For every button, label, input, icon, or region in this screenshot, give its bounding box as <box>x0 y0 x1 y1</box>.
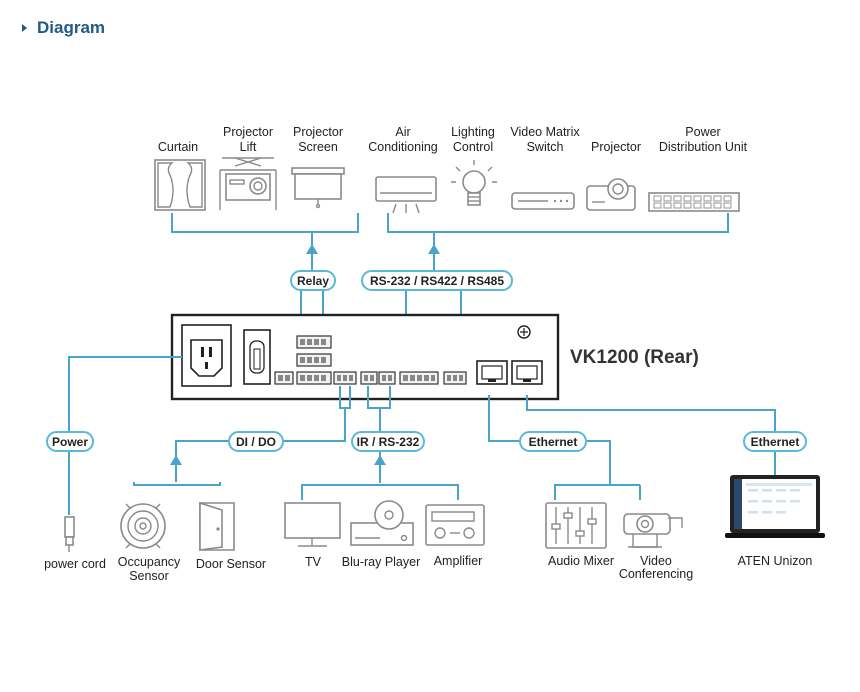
label-projector-lift-1: Projector <box>223 125 273 139</box>
label-video-matrix-1: Video Matrix <box>510 125 580 139</box>
air-conditioner-icon <box>375 176 437 214</box>
ethernet-pill-2: Ethernet <box>743 431 807 452</box>
label-lighting-control-2: Control <box>453 140 493 154</box>
label-tv: TV <box>305 555 322 569</box>
bottom-device-labels: power cord Occupancy Sensor Door Sensor … <box>44 554 812 583</box>
svg-text:IR / RS-232: IR / RS-232 <box>357 435 420 449</box>
label-curtain: Curtain <box>158 140 198 154</box>
power-switch-icon <box>243 329 271 385</box>
label-bluray: Blu-ray Player <box>342 555 421 569</box>
aten-unizon-laptop-icon <box>725 475 825 538</box>
svg-text:Ethernet: Ethernet <box>751 435 800 449</box>
dido-pill: DI / DO <box>228 431 284 452</box>
ethernet-port-1-icon <box>476 360 508 385</box>
relay-terminal-block <box>296 335 332 385</box>
curtain-icon <box>154 159 206 211</box>
video-matrix-switch-icon <box>511 192 575 210</box>
label-power-cord: power cord <box>44 557 106 571</box>
power-cord-icon <box>64 516 75 552</box>
label-occupancy-2: Sensor <box>129 569 169 583</box>
label-projector-screen-1: Projector <box>293 125 343 139</box>
top-device-labels: Curtain Projector Lift Projector Screen … <box>158 125 748 154</box>
label-video-conf-2: Conferencing <box>619 567 693 581</box>
svg-text:RS-232 / RS422 / RS485: RS-232 / RS422 / RS485 <box>370 274 504 288</box>
device-name-label: VK1200 (Rear) <box>570 347 699 368</box>
label-air-conditioning-2: Conditioning <box>368 140 438 154</box>
section-title: Diagram <box>37 18 106 37</box>
label-air-conditioning-1: Air <box>395 125 410 139</box>
power-pill: Power <box>46 431 94 452</box>
door-sensor-icon <box>199 501 235 551</box>
bluray-player-icon <box>350 500 414 546</box>
svg-text:Relay: Relay <box>297 274 329 288</box>
audio-mixer-icon <box>545 502 607 549</box>
label-video-conf-1: Video <box>640 554 672 568</box>
tv-icon <box>284 502 341 547</box>
terminal-block-1 <box>274 371 294 385</box>
projector-icon <box>586 178 636 211</box>
ethernet-pill-1: Ethernet <box>519 431 587 452</box>
relay-pill: Relay <box>290 270 336 291</box>
svg-text:Power: Power <box>52 435 88 449</box>
projector-screen-icon <box>291 167 345 209</box>
serial-pill: RS-232 / RS422 / RS485 <box>361 270 513 291</box>
svg-text:Ethernet: Ethernet <box>529 435 578 449</box>
ir-pill: IR / RS-232 <box>351 431 425 452</box>
projector-lift-icon <box>219 157 277 210</box>
serial-terminal-block-1 <box>399 371 439 385</box>
serial-terminal-block-2 <box>443 371 467 385</box>
video-conferencing-icon <box>623 513 683 548</box>
label-occupancy-1: Occupancy <box>118 555 181 569</box>
light-bulb-icon <box>451 160 497 206</box>
vk1200-device <box>170 313 560 401</box>
power-distribution-unit-icon <box>648 192 740 212</box>
ir-terminal-block-2 <box>378 371 396 385</box>
occupancy-sensor-icon <box>120 503 166 549</box>
svg-text:DI / DO: DI / DO <box>236 435 276 449</box>
label-video-matrix-2: Switch <box>527 140 564 154</box>
dido-terminal-block <box>333 371 357 385</box>
label-door-sensor: Door Sensor <box>196 557 266 571</box>
label-audio-mixer: Audio Mixer <box>548 554 614 568</box>
label-projector-lift-2: Lift <box>240 140 257 154</box>
label-pdu-1: Power <box>685 125 720 139</box>
power-inlet-icon <box>181 324 232 387</box>
label-aten-unizon: ATEN Unizon <box>738 554 813 568</box>
label-lighting-control-1: Lighting <box>451 125 495 139</box>
label-amplifier: Amplifier <box>434 554 483 568</box>
label-projector: Projector <box>591 140 641 154</box>
amplifier-icon <box>425 504 485 546</box>
label-pdu-2: Distribution Unit <box>659 140 748 154</box>
ethernet-port-2-icon <box>511 360 543 385</box>
ground-screw-icon <box>517 325 531 339</box>
heading-arrow-icon <box>22 24 27 32</box>
label-projector-screen-2: Screen <box>298 140 338 154</box>
ir-terminal-block-1 <box>360 371 378 385</box>
section-heading: Diagram <box>22 18 105 38</box>
